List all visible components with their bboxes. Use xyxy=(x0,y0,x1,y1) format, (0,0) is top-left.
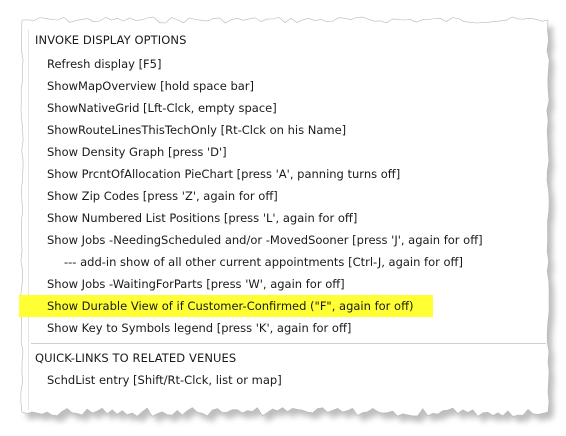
menu-separator xyxy=(31,343,546,344)
menu-item-schdlist-entry[interactable]: SchdList entry [Shift/Rt-Clck, list or m… xyxy=(47,373,282,387)
menu-item-show-zip-codes[interactable]: Show Zip Codes [press 'Z', again for off… xyxy=(47,189,278,203)
menu-item-show-native-grid[interactable]: ShowNativeGrid [Lft-Clck, empty space] xyxy=(47,101,277,115)
menu-item-show-key-to-symbols[interactable]: Show Key to Symbols legend [press 'K', a… xyxy=(47,321,352,335)
menu-item-show-durable-view[interactable]: Show Durable View of if Customer-Confirm… xyxy=(19,295,433,317)
menu-gutter-line xyxy=(28,30,29,410)
context-menu: INVOKE DISPLAY OPTIONS Refresh display [… xyxy=(19,26,546,410)
menu-item-show-numbered-list-positions[interactable]: Show Numbered List Positions [press 'L',… xyxy=(47,211,358,225)
menu-item-add-in-other-appointments[interactable]: --- add-in show of all other current app… xyxy=(64,255,463,269)
menu-item-show-map-overview[interactable]: ShowMapOverview [hold space bar] xyxy=(47,79,255,93)
menu-item-show-jobs-waiting-for-parts[interactable]: Show Jobs -WaitingForParts [press 'W', a… xyxy=(47,277,345,291)
section-heading-display-options: INVOKE DISPLAY OPTIONS xyxy=(35,33,187,47)
menu-item-show-route-lines[interactable]: ShowRouteLinesThisTechOnly [Rt-Clck on h… xyxy=(47,123,347,137)
menu-item-refresh-display[interactable]: Refresh display [F5] xyxy=(47,57,162,71)
section-heading-quick-links: QUICK-LINKS TO RELATED VENUES xyxy=(35,351,237,365)
menu-item-show-jobs-needing-scheduled[interactable]: Show Jobs -NeedingScheduled and/or -Move… xyxy=(47,233,483,247)
menu-item-show-allocation-piechart[interactable]: Show PrcntOfAllocation PieChart [press '… xyxy=(47,167,401,181)
menu-item-show-density-graph[interactable]: Show Density Graph [press 'D'] xyxy=(47,145,227,159)
